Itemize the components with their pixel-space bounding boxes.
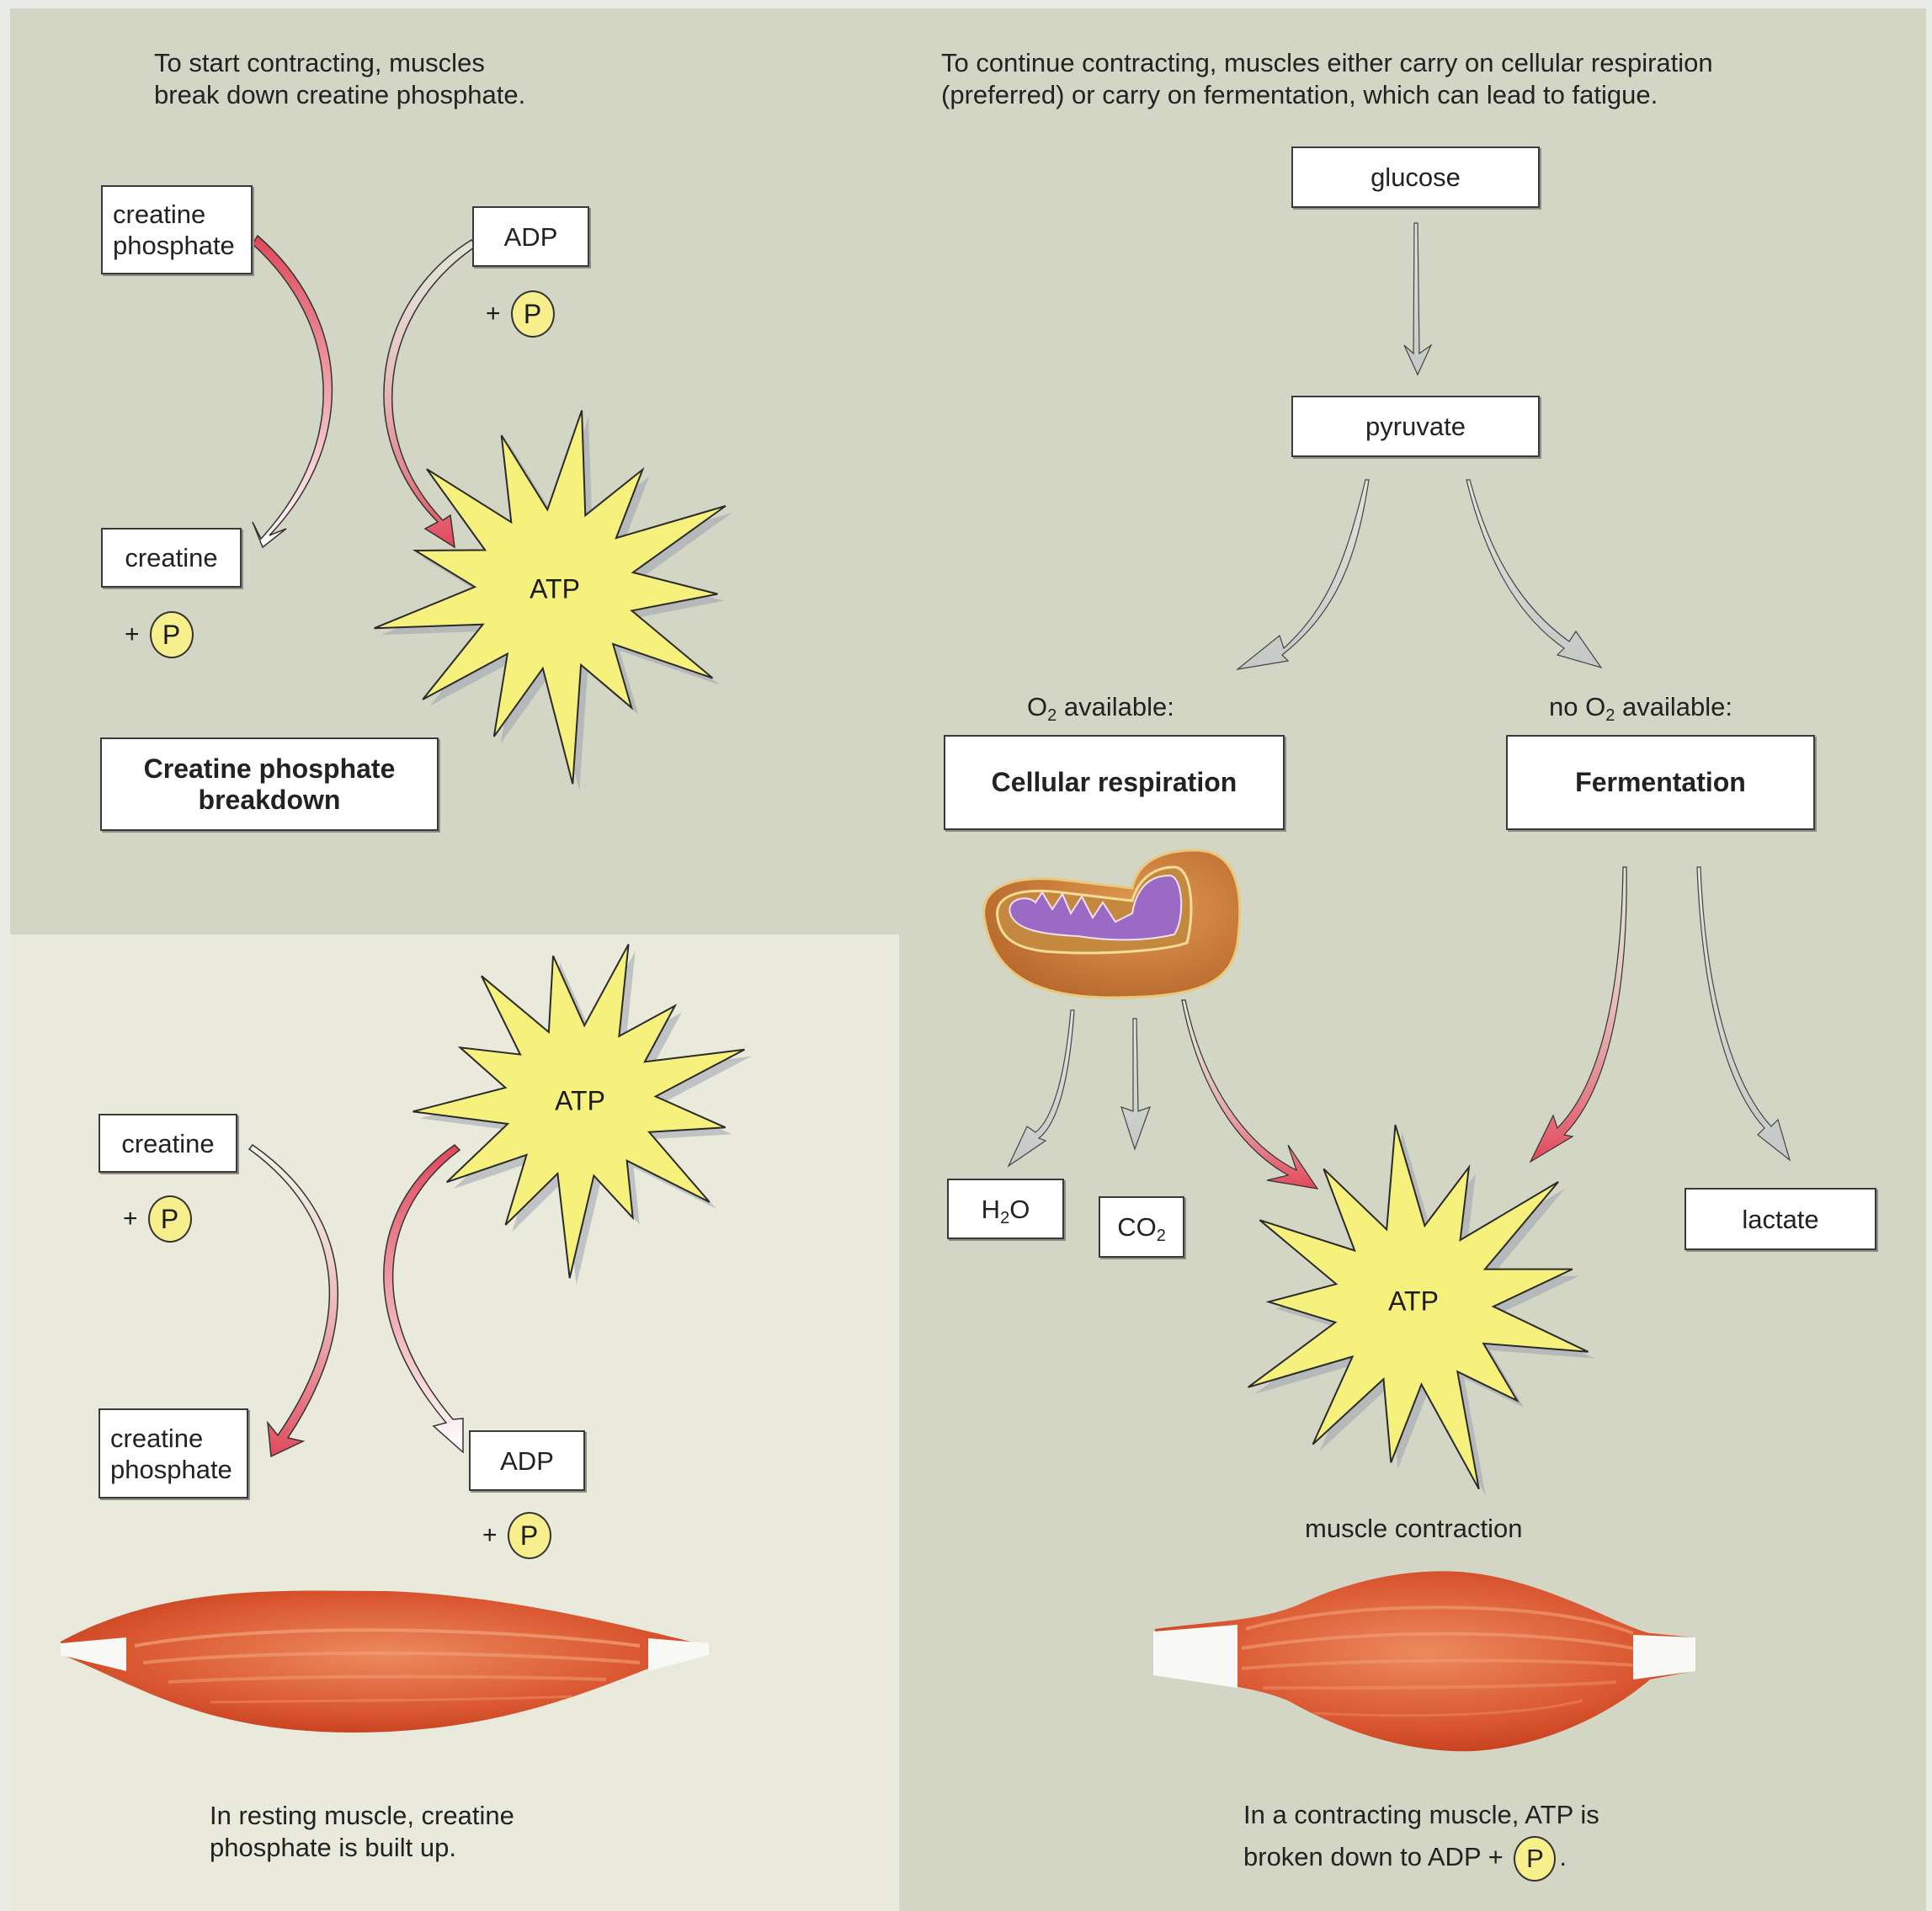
creatine-box: creatine xyxy=(101,528,242,588)
right-title-line-2: (preferred) or carry on fermentation, wh… xyxy=(941,80,1658,109)
h2o-box: H2O xyxy=(947,1179,1064,1239)
adp-label: ADP xyxy=(500,1445,554,1476)
arrow-to-co2 xyxy=(1120,1018,1151,1151)
cellular-respiration-label: Cellular respiration xyxy=(991,767,1237,797)
creatine-label: creatine xyxy=(125,543,218,572)
plus-sign: + xyxy=(482,1521,498,1549)
phosphate-icon: P xyxy=(510,290,555,338)
h2o-label: H2O xyxy=(981,1194,1030,1227)
label: creatine xyxy=(113,200,206,229)
fermentation-box: Fermentation xyxy=(1506,735,1815,830)
arrow-glucose-to-pyruvate xyxy=(1403,222,1433,376)
adp-box-resting: ADP xyxy=(469,1430,585,1491)
contracting-caption-line-1: In a contracting muscle, ATP is xyxy=(1243,1800,1599,1829)
o2-available-label: O2 available: xyxy=(1027,692,1174,725)
arrow-fermentation-to-lactate xyxy=(1696,866,1791,1162)
phosphate-icon: P xyxy=(147,1195,192,1243)
co2-label: CO2 xyxy=(1117,1212,1166,1245)
plus-phosphate: + P xyxy=(482,1512,551,1559)
creatine-label: creatine xyxy=(121,1128,215,1158)
atp-starburst-1 xyxy=(374,410,732,791)
plus-sign: + xyxy=(486,300,501,327)
process-title-line-1: Creatine phosphate xyxy=(143,753,396,784)
label: creatine xyxy=(110,1423,204,1453)
plus-phosphate: + P xyxy=(123,1195,192,1243)
atp-starburst-2 xyxy=(1248,1124,1595,1496)
arrow-respiration-to-atp xyxy=(1181,999,1319,1190)
arrow-atp-to-adp xyxy=(383,1144,464,1454)
arrow-pyruvate-to-fermentation xyxy=(1466,479,1603,669)
resting-caption: In resting muscle, creatine phosphate is… xyxy=(210,1800,514,1864)
creatine-phosphate-box: creatine phosphate xyxy=(101,185,253,274)
muscle-contraction-label: muscle contraction xyxy=(1305,1514,1523,1543)
fermentation-label: Fermentation xyxy=(1575,767,1746,797)
no-o2-available-label: no O2 available: xyxy=(1549,692,1732,725)
lactate-box: lactate xyxy=(1685,1188,1876,1250)
creatine-phosphate-box-resting: creatine phosphate xyxy=(98,1408,248,1498)
label: phosphate xyxy=(110,1454,232,1484)
adp-box: ADP xyxy=(472,206,589,267)
contracting-muscle-illustration xyxy=(1153,1571,1695,1752)
left-title-line-1: To start contracting, muscles xyxy=(154,48,485,77)
arrow-creatine-phosphate-to-creatine xyxy=(252,234,333,549)
pyruvate-box: pyruvate xyxy=(1291,396,1540,457)
resting-caption-line-2: phosphate is built up. xyxy=(210,1833,456,1862)
starburst-shape xyxy=(1248,1124,1589,1490)
plus-phosphate: + P xyxy=(125,611,194,658)
arrow-to-h2o xyxy=(1007,1009,1075,1168)
plus-phosphate: + P xyxy=(486,290,555,338)
arrow-adp-to-atp xyxy=(383,239,478,549)
arrow-pyruvate-to-respiration xyxy=(1235,479,1370,670)
creatine-box-resting: creatine xyxy=(98,1114,237,1173)
mitochondrion-illustration xyxy=(982,849,1242,999)
phosphate-icon: P xyxy=(1514,1836,1557,1882)
right-title-line-1: To continue contracting, muscles either … xyxy=(941,48,1713,77)
atp-label-1: ATP xyxy=(530,573,580,604)
right-panel-title: To continue contracting, muscles either … xyxy=(941,47,1713,111)
starburst-shape xyxy=(374,410,726,785)
atp-starburst-3 xyxy=(412,944,752,1286)
left-title-line-2: break down creatine phosphate. xyxy=(154,80,526,109)
glucose-box: glucose xyxy=(1291,146,1540,208)
cellular-respiration-box: Cellular respiration xyxy=(944,735,1285,830)
resting-muscle-illustration xyxy=(61,1590,709,1733)
phosphate-icon: P xyxy=(507,1512,551,1559)
plus-sign: + xyxy=(123,1205,138,1232)
co2-box: CO2 xyxy=(1099,1196,1184,1258)
contracting-caption-line-2: broken down to ADP + P. xyxy=(1243,1836,1599,1882)
pyruvate-label: pyruvate xyxy=(1365,412,1466,441)
arrow-fermentation-to-atp xyxy=(1529,866,1627,1163)
left-panel-title: To start contracting, muscles break down… xyxy=(154,47,525,111)
plus-sign: + xyxy=(125,620,140,648)
atp-label-3: ATP xyxy=(555,1085,605,1116)
lactate-label: lactate xyxy=(1742,1204,1819,1234)
phosphate-icon: P xyxy=(149,611,194,658)
label: phosphate xyxy=(113,231,235,260)
starburst-shape xyxy=(412,944,745,1279)
creatine-phosphate-breakdown-box: Creatine phosphate breakdown xyxy=(100,737,439,831)
atp-label-2: ATP xyxy=(1388,1286,1439,1317)
adp-label: ADP xyxy=(503,221,558,252)
arrow-creatine-to-creatine-phosphate xyxy=(247,1143,338,1458)
glucose-label: glucose xyxy=(1370,162,1461,192)
contracting-caption: In a contracting muscle, ATP is broken d… xyxy=(1243,1794,1599,1882)
process-title-line-2: breakdown xyxy=(198,784,341,815)
resting-caption-line-1: In resting muscle, creatine xyxy=(210,1801,514,1830)
